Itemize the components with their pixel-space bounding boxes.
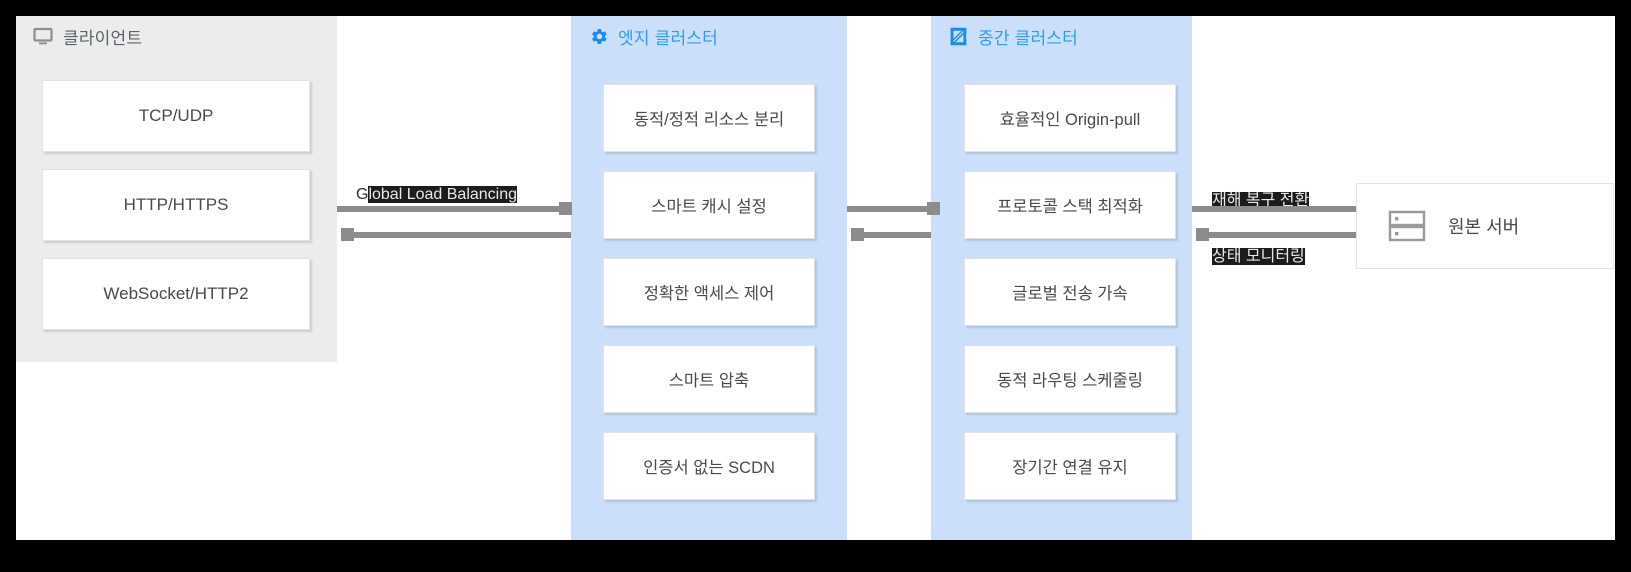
arrowhead-edge-to-mid — [927, 202, 940, 215]
middle-cluster-title: 중간 클러스터 — [978, 28, 1078, 48]
link-mid-to-edge — [859, 232, 931, 238]
arrowhead-origin-to-mid — [1196, 228, 1209, 241]
monitor-icon — [32, 25, 54, 47]
link-origin-to-mid — [1204, 232, 1362, 238]
connection-label-health-monitoring: 상태 모니터링 — [1212, 242, 1305, 266]
edge-card-label: 스마트 캐시 설정 — [651, 198, 767, 216]
mid-card-origin-pull[interactable]: 효율적인 Origin-pull — [964, 84, 1176, 152]
link-edge-to-client — [349, 232, 571, 238]
client-card-http-https[interactable]: HTTP/HTTPS — [42, 169, 310, 241]
node-arrow-icon — [947, 25, 969, 47]
arrowhead-edge-to-client — [341, 228, 354, 241]
edge-cluster-title: 엣지 클러스터 — [618, 28, 718, 48]
middle-cluster-header: 중간 클러스터 — [931, 16, 1078, 56]
edge-card-resource-split[interactable]: 동적/정적 리소스 분리 — [603, 84, 815, 152]
connection-label-text: 재해 복구 전환 — [1212, 192, 1310, 209]
mid-card-label: 효율적인 Origin-pull — [999, 111, 1141, 129]
edge-cluster-header: 엣지 클러스터 — [571, 16, 718, 56]
mid-card-label: 장기간 연결 유지 — [1012, 459, 1128, 477]
edge-cluster-panel: 엣지 클러스터 동적/정적 리소스 분리 스마트 캐시 설정 정확한 액세스 제… — [571, 16, 847, 540]
edge-card-certless-scdn[interactable]: 인증서 없는 SCDN — [603, 432, 815, 500]
link-client-to-edge — [337, 206, 563, 212]
diagram-surface: 클라이언트 TCP/UDP HTTP/HTTPS WebSocket/HTTP2 — [16, 16, 1615, 540]
client-panel: 클라이언트 TCP/UDP HTTP/HTTPS WebSocket/HTTP2 — [16, 16, 337, 362]
origin-server-box[interactable]: 원본 서버 — [1356, 183, 1614, 269]
edge-card-access-control[interactable]: 정확한 액세스 제어 — [603, 258, 815, 326]
client-panel-header: 클라이언트 — [16, 16, 142, 56]
client-card-websocket-http2[interactable]: WebSocket/HTTP2 — [42, 258, 310, 330]
edge-card-label: 스마트 압축 — [668, 372, 750, 390]
link-mid-to-origin — [1192, 206, 1362, 212]
middle-cluster-panel: 중간 클러스터 효율적인 Origin-pull 프로토콜 스택 최적화 글로벌… — [931, 16, 1192, 540]
connection-label-selected-text: lobal Load Balancing — [368, 186, 518, 203]
connection-label-disaster-recovery: 재해 복구 전환 — [1212, 186, 1310, 210]
client-card-label: HTTP/HTTPS — [123, 195, 229, 214]
client-card-label: WebSocket/HTTP2 — [103, 284, 249, 303]
client-card-tcp-udp[interactable]: TCP/UDP — [42, 80, 310, 152]
arrowhead-client-to-edge — [559, 202, 572, 215]
mid-card-label: 프로토콜 스택 최적화 — [997, 198, 1143, 216]
origin-server-label: 원본 서버 — [1448, 217, 1520, 237]
connection-label-prefix: G — [356, 186, 369, 203]
edge-card-smart-cache[interactable]: 스마트 캐시 설정 — [603, 171, 815, 239]
mid-card-dynamic-routing[interactable]: 동적 라우팅 스케줄링 — [964, 345, 1176, 413]
edge-card-label: 동적/정적 리소스 분리 — [633, 111, 785, 129]
client-panel-title: 클라이언트 — [63, 28, 143, 48]
mid-card-long-connection[interactable]: 장기간 연결 유지 — [964, 432, 1176, 500]
gear-icon — [587, 25, 609, 47]
edge-card-label: 인증서 없는 SCDN — [643, 459, 775, 477]
edge-card-smart-compression[interactable]: 스마트 압축 — [603, 345, 815, 413]
mid-card-global-acceleration[interactable]: 글로벌 전송 가속 — [964, 258, 1176, 326]
arrowhead-mid-to-edge — [851, 228, 864, 241]
mid-card-label: 글로벌 전송 가속 — [1012, 285, 1128, 303]
client-card-label: TCP/UDP — [138, 106, 214, 125]
mid-card-label: 동적 라우팅 스케줄링 — [997, 372, 1143, 390]
mid-card-protocol-stack[interactable]: 프로토콜 스택 최적화 — [964, 171, 1176, 239]
connection-label-text: 상태 모니터링 — [1212, 248, 1305, 265]
server-rack-icon — [1388, 209, 1426, 243]
link-edge-to-mid — [847, 206, 931, 212]
connection-label-global-load-balancing: Global Load Balancing — [356, 186, 518, 204]
edge-card-label: 정확한 액세스 제어 — [643, 285, 775, 303]
